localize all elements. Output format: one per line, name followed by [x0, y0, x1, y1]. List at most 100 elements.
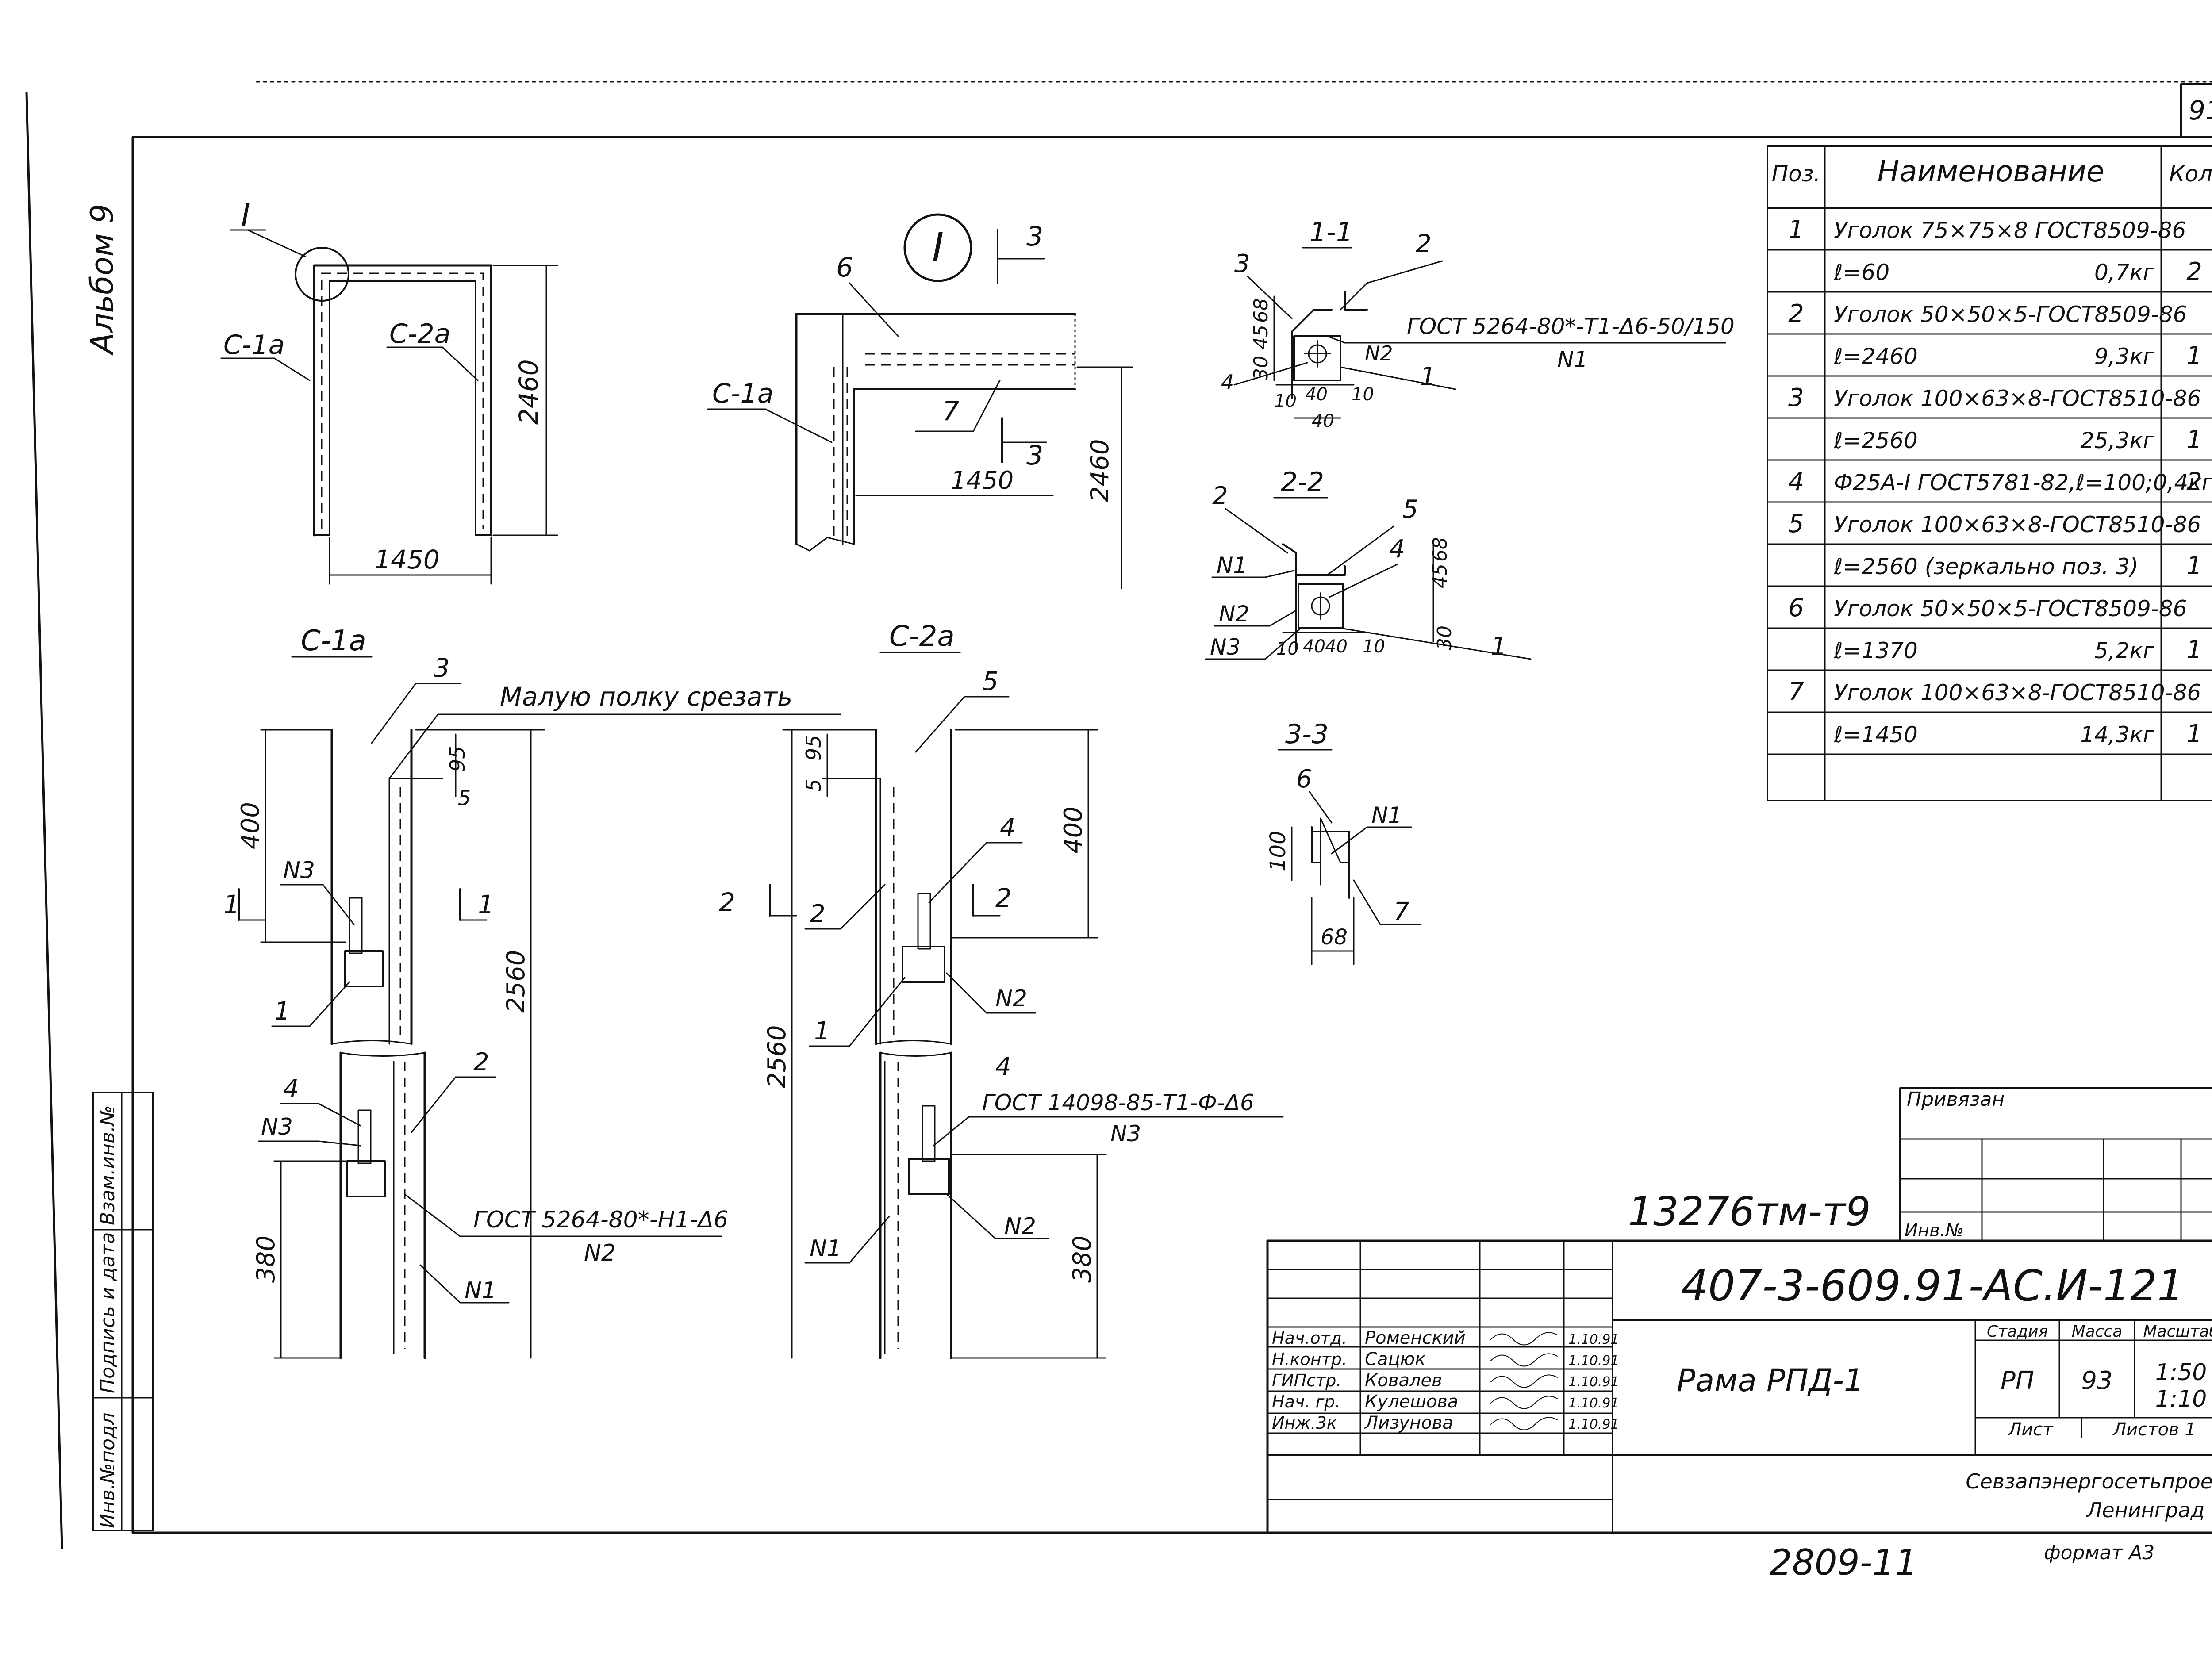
node-mark: I — [932, 224, 944, 271]
album-label: Альбом 9 — [84, 204, 120, 356]
spec-row-name: Уголок 75×75×8 ГОСТ8509-86 — [1834, 218, 2186, 243]
staff-name: Ковалев — [1365, 1370, 1442, 1391]
staff-date: 1.10.91 — [1568, 1332, 1619, 1347]
c2a-section-mark-left: 2 — [719, 887, 735, 917]
spec-row-name: ℓ=1450 — [1833, 722, 1918, 748]
staff-signature — [1490, 1332, 1558, 1346]
c2a-label-4-top: 4 — [1000, 813, 1016, 842]
spec-row-pos: 7 — [1788, 678, 1804, 706]
c2a-label-2: 2 — [810, 900, 826, 928]
spec-row-mass: 14,3кг — [2080, 722, 2155, 748]
c1a-label-n1: N1 — [465, 1277, 496, 1304]
section-2-2: 2-2 2 5 4 N1 N2 N3 1 45 68 30 10 40 40 1… — [1205, 467, 1532, 661]
mass-label: Масса — [2072, 1323, 2123, 1341]
attached-label: Привязан — [1907, 1088, 2005, 1111]
node-part-7: 7 — [942, 396, 959, 427]
s22-dim-30: 30 — [1433, 625, 1456, 650]
c1a-section-mark-left: 1 — [223, 890, 240, 920]
c1a-label-4: 4 — [283, 1074, 299, 1103]
archive-number: 13276тм-т9 — [1628, 1189, 1871, 1235]
s11-dim-10b: 10 — [1352, 384, 1374, 405]
s22-dim-10a: 10 — [1276, 639, 1299, 659]
c1a-weld-note: ГОСТ 5264-80*-Н1-Δ6 — [473, 1207, 728, 1233]
c2a-title: С-2а — [889, 620, 955, 653]
s22-label-4: 4 — [1389, 535, 1405, 564]
spec-row: ℓ=2560 (зеркально поз. 3)1 — [1833, 552, 2202, 580]
s22-label-n2: N2 — [1219, 601, 1249, 627]
c2a-dim-2560: 2560 — [763, 1025, 791, 1088]
frame-left-leg-label: С-1а — [223, 330, 285, 360]
spec-row-mass: 5,2кг — [2094, 638, 2155, 663]
spec-row-name: Уголок 100×63×8-ГОСТ8510-86 — [1834, 386, 2201, 411]
c2a-dim-95: 95 — [802, 735, 826, 761]
staff-name: Роменский — [1365, 1328, 1466, 1348]
spec-row-name: ℓ=2560 — [1833, 428, 1918, 453]
organization: Севзапэнергосетьпроект — [1966, 1469, 2212, 1493]
s11-dim-10a: 10 — [1274, 391, 1297, 411]
staff-role: Нач. гр. — [1272, 1392, 1340, 1411]
c1a-label-2: 2 — [473, 1048, 489, 1077]
node-leg-label: С-1а — [712, 378, 774, 409]
c1a-dim-5: 5 — [458, 786, 471, 810]
staff-date: 1.10.91 — [1568, 1417, 1619, 1432]
s11-label-n2: N2 — [1365, 341, 1393, 365]
s33-dim-68: 68 — [1321, 925, 1348, 950]
section-3-3-title: 3-3 — [1285, 719, 1329, 750]
c1a-label-n3-bottom: N3 — [261, 1114, 293, 1140]
s11-label-1: 1 — [1420, 362, 1436, 391]
format-label: формат А3 — [2044, 1542, 2154, 1564]
staff-name: Сацюк — [1365, 1349, 1426, 1369]
s33-label-6: 6 — [1296, 765, 1312, 794]
s11-weld-n: N1 — [1557, 347, 1588, 372]
c2a-weld-note: ГОСТ 14098-85-Т1-Ф-Δ6 — [982, 1090, 1254, 1116]
frame-view: I С-1а С-2а 1450 2460 — [220, 197, 558, 585]
spec-row-qty: 2 — [2186, 468, 2202, 496]
frame-node-mark: I — [241, 197, 250, 233]
c2a-label-4-bottom: 4 — [995, 1052, 1011, 1081]
spec-row-mass: 25,3кг — [2080, 428, 2155, 453]
spec-row-name: Уголок 50×50×5-ГОСТ8509-86 — [1834, 302, 2187, 327]
spec-row-name: ℓ=60 — [1833, 260, 1889, 285]
spec-row-mass: 0,7кг — [2094, 260, 2155, 285]
staff-date: 1.10.91 — [1568, 1396, 1619, 1411]
c1a-label-n3-top: N3 — [283, 857, 315, 884]
node-section-bottom: 3 — [1026, 440, 1043, 471]
section-3-3: 3-3 6 N1 7 100 68 — [1266, 719, 1421, 965]
s11-dim-30: 30 — [1250, 356, 1272, 380]
s11-dim-40b: 40 — [1312, 411, 1334, 431]
c2a-section-mark-right: 2 — [995, 883, 1012, 913]
staff-signature — [1490, 1417, 1558, 1430]
city: Ленинград — [2086, 1498, 2204, 1522]
stamp-inv-orig: Инв.№подл — [96, 1412, 119, 1528]
leg-c1a: С-1а Малую полку срезать 3 N3 1 4 N3 2 — [223, 625, 841, 1359]
stamp-sign-date: Подпись и дата — [96, 1232, 119, 1393]
s22-dim-40a: 40 — [1303, 637, 1325, 657]
frame-right-leg-label: С-2а — [389, 318, 451, 349]
node-part-6: 6 — [836, 252, 853, 283]
title-block: Привязан Инв.№ 13276тм-т9 407-3-609.91-А… — [1266, 1087, 2212, 1583]
staff-signature — [1490, 1353, 1558, 1367]
staff-signature — [1490, 1396, 1558, 1409]
staff-role: Н.контр. — [1272, 1350, 1347, 1369]
section-2-2-title: 2-2 — [1281, 467, 1324, 498]
s11-label-4: 4 — [1221, 370, 1234, 394]
spec-row-qty: 1 — [2186, 720, 2202, 748]
spec-row-pos: 5 — [1788, 510, 1804, 538]
inventory-number: 2809-11 — [1770, 1542, 1917, 1583]
s11-label-3: 3 — [1234, 249, 1250, 278]
c2a-label-1: 1 — [814, 1017, 830, 1046]
spec-header-qty: Кол. — [2169, 161, 2212, 187]
side-stamp: Взам.инв.№ Подпись и дата Инв.№подл — [92, 1092, 154, 1531]
c1a-dim-95: 95 — [445, 746, 469, 772]
c1a-section-mark-right: 1 — [478, 890, 494, 920]
s11-dim-68: 68 — [1250, 298, 1272, 323]
s22-dim-10b: 10 — [1363, 637, 1385, 657]
inv-label: Инв.№ — [1905, 1220, 1964, 1241]
spec-row-qty: 2 — [2186, 257, 2202, 286]
